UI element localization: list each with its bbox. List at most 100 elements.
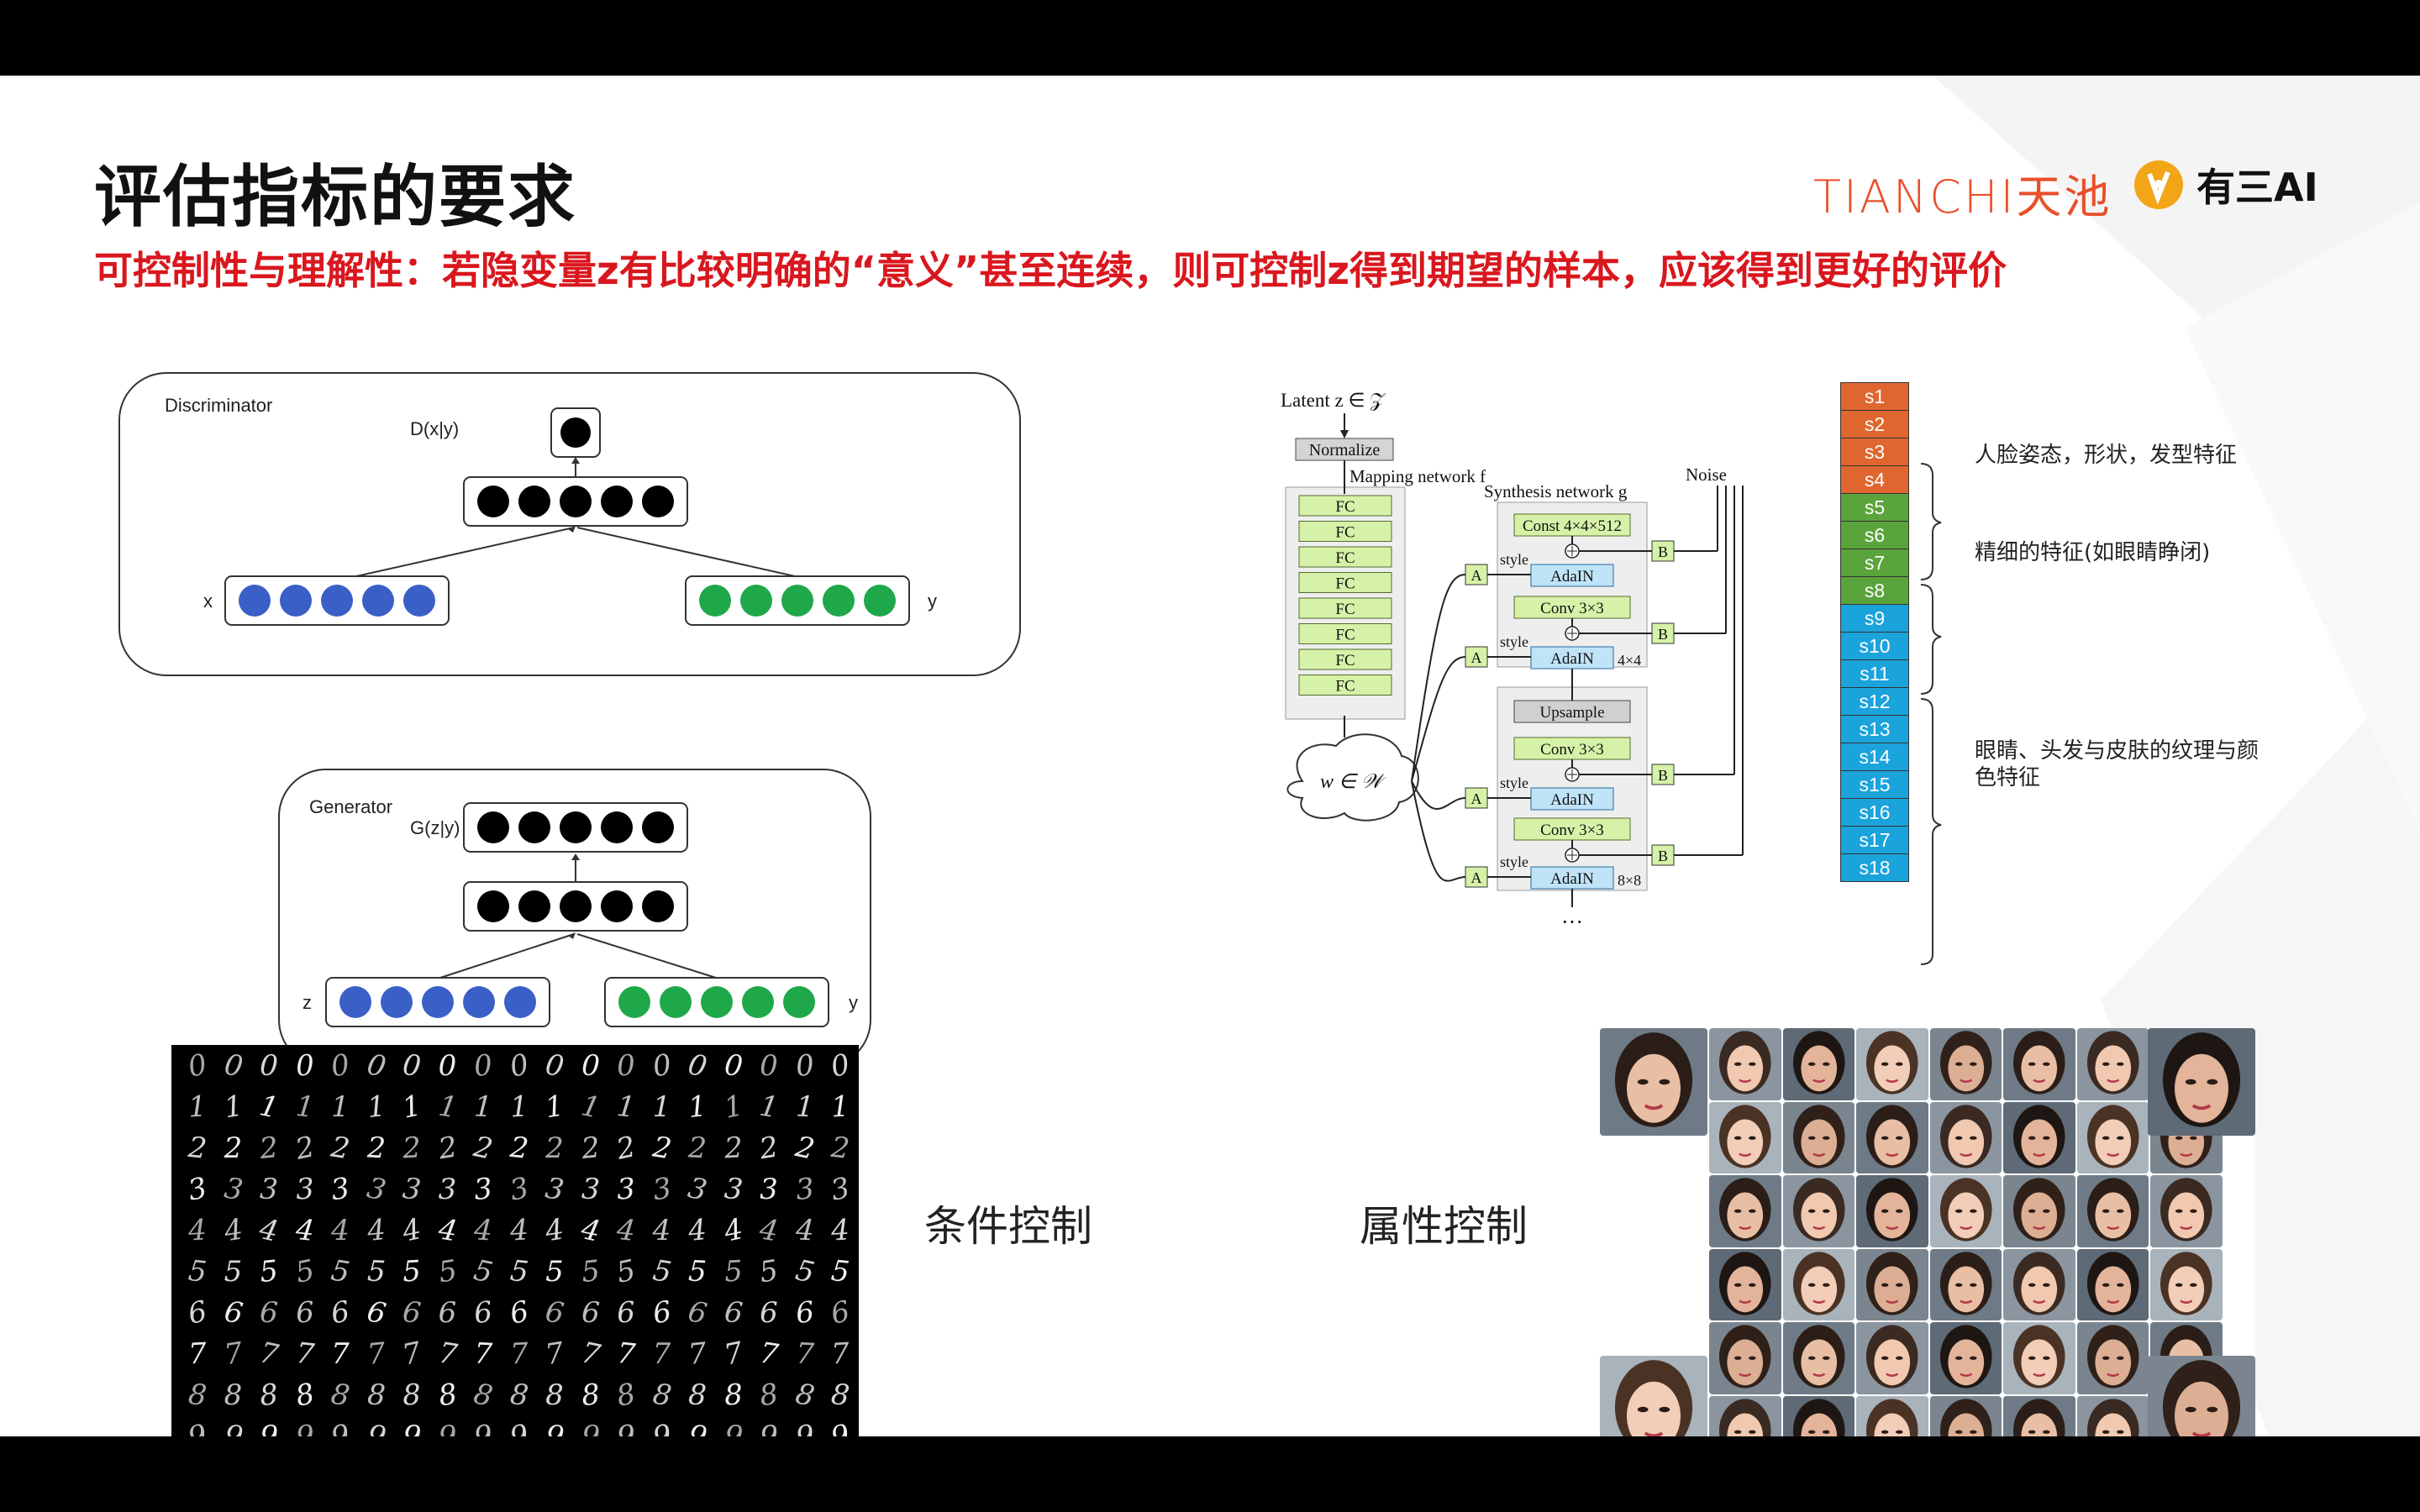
mnist-digit-sample: 3 bbox=[363, 1171, 389, 1208]
mnist-digit-sample: 1 bbox=[577, 1089, 603, 1126]
fc-block-label: FC bbox=[1335, 652, 1355, 669]
mnist-digit-sample: 5 bbox=[187, 1253, 208, 1290]
style-label: style bbox=[1500, 774, 1528, 791]
mnist-digit-sample: 8 bbox=[723, 1378, 744, 1413]
mnist-digit-sample: 9 bbox=[760, 1420, 778, 1436]
youshan-logo-text: 有三AI bbox=[2196, 165, 2318, 210]
conv-block-label: Conv 3×3 bbox=[1540, 600, 1604, 617]
mnist-digit-sample: 0 bbox=[294, 1048, 315, 1084]
mnist-digit-sample: 6 bbox=[401, 1294, 423, 1331]
mnist-digit-sample: 6 bbox=[294, 1295, 315, 1331]
mnist-digit-sample: 1 bbox=[256, 1089, 281, 1126]
discriminator-box: Discriminator D(x|y) x y bbox=[118, 372, 1021, 676]
mnist-digit-sample: 1 bbox=[543, 1089, 566, 1126]
face-sample bbox=[2003, 1395, 2075, 1436]
mnist-digit-sample: 1 bbox=[615, 1089, 637, 1126]
noise-b-block bbox=[1651, 540, 1675, 562]
mnist-digit-sample: 0 bbox=[580, 1048, 601, 1084]
face-sample bbox=[1709, 1395, 1781, 1436]
d-output-label: D(x|y) bbox=[410, 418, 459, 439]
mnist-digit-sample: 8 bbox=[187, 1377, 208, 1414]
mnist-digit-sample: 3 bbox=[329, 1171, 352, 1208]
mnist-digit-sample: 4 bbox=[256, 1212, 281, 1249]
mnist-digit-sample: 2 bbox=[723, 1131, 744, 1166]
mnist-digit-sample: 0 bbox=[760, 1049, 778, 1083]
mnist-digit-sample: 2 bbox=[187, 1130, 208, 1167]
mnist-digit-sample: 1 bbox=[331, 1090, 350, 1124]
mnist-digit-sample: 9 bbox=[608, 1418, 644, 1436]
mnist-digit-sample: 5 bbox=[435, 1253, 460, 1290]
fc-block bbox=[1298, 648, 1392, 670]
conv-block bbox=[1513, 737, 1631, 760]
mnist-digit-sample: 0 bbox=[363, 1047, 389, 1084]
mnist-digit-sample: 4 bbox=[543, 1212, 566, 1249]
mnist-digit-sample: 5 bbox=[829, 1253, 851, 1290]
mnist-digit-sample: 8 bbox=[579, 1377, 602, 1414]
mnist-digit-sample: 1 bbox=[794, 1089, 815, 1125]
noise-b-label: B bbox=[1658, 626, 1668, 643]
mnist-digit-sample: 6 bbox=[616, 1295, 636, 1331]
mnist-digit-sample: 4 bbox=[365, 1212, 387, 1249]
mnist-digit-sample: 5 bbox=[792, 1253, 818, 1290]
face-sample bbox=[2003, 1322, 2075, 1394]
conv-block-label: Conv 3×3 bbox=[1540, 822, 1604, 839]
mnist-digit-sample: 5 bbox=[508, 1253, 530, 1290]
mnist-digit-sample: 1 bbox=[652, 1090, 671, 1124]
style-vector-s12: s12 bbox=[1840, 687, 1909, 716]
mnist-digit-sample: 4 bbox=[508, 1213, 529, 1248]
mnist-digit-sample: 7 bbox=[187, 1336, 208, 1372]
style-vector-s16: s16 bbox=[1840, 798, 1909, 827]
cgan-diagram: Discriminator D(x|y) x y bbox=[118, 372, 1021, 1068]
face-sample bbox=[1929, 1248, 2002, 1320]
face-sample bbox=[1856, 1175, 1928, 1247]
adain-block bbox=[1530, 646, 1614, 669]
middle-style-label: 精细的特征(如眼睛睁闭) bbox=[1975, 540, 2211, 565]
face-sample bbox=[1929, 1395, 2002, 1436]
mnist-digit-sample: 8 bbox=[258, 1377, 280, 1414]
mnist-digit-sample: 2 bbox=[224, 1131, 243, 1165]
x-input-units bbox=[239, 585, 435, 617]
stylegan-diagram: Latent z ∈ 𝒵 Normalize Mapping network f… bbox=[1281, 390, 1744, 934]
mnist-digit-sample: 4 bbox=[187, 1213, 208, 1248]
mnist-digit-sample: 1 bbox=[293, 1089, 316, 1126]
mnist-digit-sample: 4 bbox=[757, 1212, 781, 1249]
d-hidden-units bbox=[477, 486, 674, 517]
continuation-ellipsis: ··· bbox=[1561, 910, 1583, 934]
mnist-digit-sample: 6 bbox=[438, 1296, 457, 1330]
mnist-digit-sample: 2 bbox=[545, 1131, 564, 1165]
mnist-digit-sample: 6 bbox=[472, 1294, 494, 1331]
mnist-digit-sample: 2 bbox=[613, 1130, 639, 1167]
latent-label: Latent z ∈ 𝒵 bbox=[1281, 390, 1386, 411]
fc-block bbox=[1298, 675, 1392, 696]
face-sample bbox=[1929, 1028, 2002, 1100]
mnist-digit-sample: 3 bbox=[401, 1171, 423, 1208]
style-label: style bbox=[1500, 853, 1528, 870]
const-block-label: Const 4×4×512 bbox=[1523, 517, 1622, 535]
mnist-digit-sample: 8 bbox=[687, 1378, 708, 1413]
tianchi-logo: TIANCHI天池 bbox=[1813, 171, 2112, 223]
style-vector-s18: s18 bbox=[1840, 853, 1909, 882]
affine-a-label: A bbox=[1471, 790, 1482, 807]
face-sample bbox=[1709, 1248, 1781, 1320]
style-vector-s13: s13 bbox=[1840, 715, 1909, 743]
mnist-digit-sample: 2 bbox=[471, 1130, 496, 1167]
mnist-digit-sample: 3 bbox=[185, 1171, 210, 1208]
fc-block bbox=[1298, 597, 1392, 619]
face-sample bbox=[1782, 1028, 1854, 1100]
face-sample bbox=[2076, 1395, 2149, 1436]
noise-b-block bbox=[1651, 764, 1675, 785]
g-output-units bbox=[477, 811, 674, 843]
style-vector-s3: s3 bbox=[1840, 438, 1909, 466]
mnist-digit-sample: 0 bbox=[259, 1048, 279, 1084]
mnist-digit-sample: 4 bbox=[473, 1213, 493, 1248]
mnist-digit-sample: 1 bbox=[757, 1089, 781, 1126]
mnist-digit-sample: 7 bbox=[293, 1336, 316, 1373]
conv-block-label: Conv 3×3 bbox=[1540, 741, 1604, 759]
face-sample bbox=[2076, 1028, 2149, 1100]
style-vector-s9: s9 bbox=[1840, 604, 1909, 633]
face-sample bbox=[1709, 1322, 1781, 1394]
mnist-digit-sample: 3 bbox=[221, 1171, 245, 1208]
mnist-digit-sample: 6 bbox=[793, 1294, 816, 1331]
mnist-digit-sample: 3 bbox=[722, 1171, 744, 1208]
face-sample bbox=[1856, 1395, 1928, 1436]
